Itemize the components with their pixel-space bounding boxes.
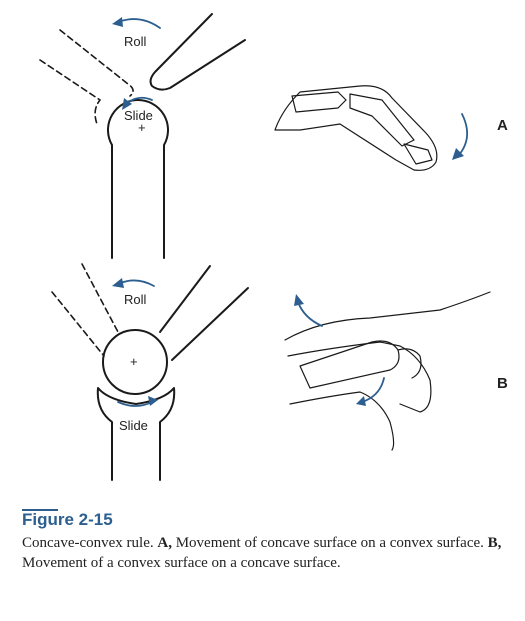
top-axis-mark: +	[138, 120, 146, 135]
bottom-convex-bone	[159, 265, 249, 361]
bottom-dashed-bone	[51, 263, 119, 357]
top-roll-arrow	[117, 18, 161, 29]
hand-arrow-up	[297, 301, 323, 327]
bottom-roll-label: Roll	[124, 292, 147, 307]
top-roll-label: Roll	[124, 34, 147, 49]
figure-illustration: Roll Slide + A Roll + Slide	[39, 13, 508, 481]
top-slide-label: Slide	[124, 108, 153, 123]
hand-arrowhead-down	[356, 396, 366, 406]
caption-title: Figure 2-15	[22, 510, 113, 529]
hand-illustration	[284, 291, 491, 451]
hand-outline	[284, 291, 491, 451]
bottom-roll-arrowhead	[112, 278, 124, 288]
caption-b-letter: B,	[487, 535, 502, 551]
finger-illustration	[274, 85, 468, 171]
hand-arrow-down	[361, 377, 385, 403]
top-joint-diagram: Roll Slide +	[39, 13, 246, 259]
caption-intro: Concave-convex rule.	[22, 535, 154, 551]
hand-bones	[299, 340, 422, 389]
top-concave-bone	[149, 13, 246, 91]
caption-rule	[22, 509, 58, 511]
hand-arrowhead-up	[294, 294, 304, 306]
figure-caption: Figure 2-15 Concave-convex rule. A, Move…	[22, 510, 512, 573]
bottom-convex-head	[102, 329, 168, 395]
caption-a-text: Movement of concave surface on a convex …	[175, 535, 484, 551]
top-dashed-bone	[39, 29, 134, 125]
bottom-concave-bone	[96, 387, 176, 481]
bottom-slide-arrow	[117, 401, 153, 407]
bottom-joint-diagram: Roll + Slide	[51, 263, 249, 481]
top-slide-arrowhead	[122, 98, 132, 110]
panel-a-label: A	[497, 117, 508, 134]
caption-text: Concave-convex rule. A, Movement of conc…	[22, 533, 512, 573]
top-convex-bone	[107, 99, 169, 259]
bottom-slide-arrowhead	[148, 396, 158, 406]
finger-outline	[274, 85, 438, 171]
top-roll-arrowhead	[112, 17, 123, 27]
finger-arrow	[457, 113, 468, 157]
finger-bones	[291, 91, 433, 165]
caption-b-text: Movement of a convex surface on a concav…	[22, 555, 341, 571]
bottom-slide-label: Slide	[119, 418, 148, 433]
finger-arrowhead	[452, 148, 464, 160]
panel-b-label: B	[497, 375, 508, 392]
caption-a-letter: A,	[157, 535, 172, 551]
bottom-axis-mark: +	[130, 354, 138, 369]
